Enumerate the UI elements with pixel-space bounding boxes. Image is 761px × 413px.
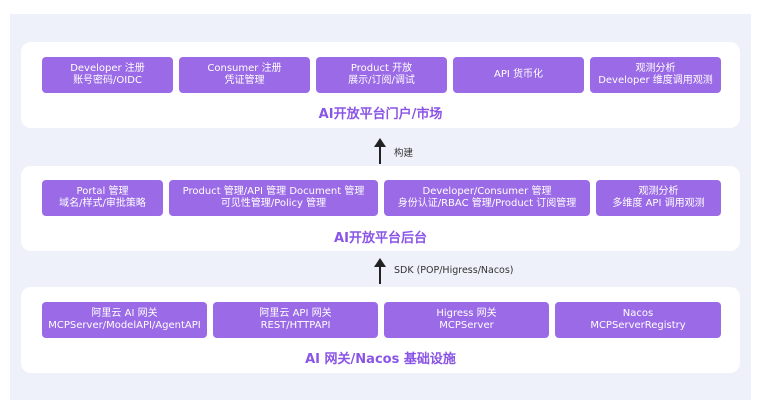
box-line1: Higress 网关	[436, 307, 497, 319]
portal-layer: Developer 注册 账号密码/OIDC Consumer 注册 凭证管理 …	[21, 42, 740, 128]
gateway-layer-title: AI 网关/Nacos 基础设施	[305, 352, 456, 367]
box-line1: API 货币化	[494, 68, 543, 80]
box-line2: MCPServerRegistry	[590, 320, 686, 331]
box-line1: Developer 注册	[70, 62, 145, 74]
box-line2: 展示/订阅/调试	[348, 75, 415, 86]
admin-box-observability: 观测分析 多维度 API 调用观测	[596, 180, 721, 216]
box-line1: 阿里云 API 网关	[259, 307, 332, 319]
admin-box-portal-management: Portal 管理 域名/样式/审批策略	[42, 180, 163, 216]
portal-box-developer-register: Developer 注册 账号密码/OIDC	[42, 57, 173, 93]
portal-layer-title: AI开放平台门户/市场	[318, 107, 443, 122]
box-line2: MCPServer/ModelAPI/AgentAPI	[48, 320, 201, 331]
gateway-layer: 阿里云 AI 网关 MCPServer/ModelAPI/AgentAPI 阿里…	[21, 287, 740, 373]
portal-box-consumer-register: Consumer 注册 凭证管理	[179, 57, 310, 93]
admin-layer: Portal 管理 域名/样式/审批策略 Product 管理/API 管理 D…	[21, 166, 740, 251]
box-line2: 多维度 API 调用观测	[612, 198, 705, 209]
box-line2: 凭证管理	[224, 75, 265, 86]
admin-box-developer-consumer-management: Developer/Consumer 管理 身份认证/RBAC 管理/Produ…	[384, 180, 590, 216]
box-line2: 可见性管理/Policy 管理	[220, 198, 327, 209]
box-line1: Product 开放	[350, 62, 413, 74]
box-line1: Product 管理/API 管理 Document 管理	[182, 185, 365, 197]
admin-box-row: Portal 管理 域名/样式/审批策略 Product 管理/API 管理 D…	[21, 180, 740, 216]
arrow-sdk-label: SDK (POP/Higress/Nacos)	[394, 265, 514, 276]
portal-box-api-monetization: API 货币化	[453, 57, 584, 93]
box-line1: 观测分析	[638, 185, 679, 197]
portal-box-observability: 观测分析 Developer 维度调用观测	[590, 57, 721, 93]
arrow-up-icon	[374, 258, 386, 284]
box-line1: 观测分析	[635, 62, 676, 74]
gateway-box-aliyun-api-gateway: 阿里云 API 网关 REST/HTTPAPI	[213, 302, 378, 338]
box-line2: 身份认证/RBAC 管理/Product 订阅管理	[397, 198, 577, 209]
gateway-box-higress-gateway: Higress 网关 MCPServer	[384, 302, 549, 338]
box-line1: Developer/Consumer 管理	[422, 185, 552, 197]
portal-box-row: Developer 注册 账号密码/OIDC Consumer 注册 凭证管理 …	[21, 57, 740, 93]
box-line2: Developer 维度调用观测	[598, 75, 713, 86]
box-line2: REST/HTTPAPI	[260, 320, 331, 331]
gateway-box-row: 阿里云 AI 网关 MCPServer/ModelAPI/AgentAPI 阿里…	[21, 302, 740, 338]
admin-box-product-management: Product 管理/API 管理 Document 管理 可见性管理/Poli…	[169, 180, 378, 216]
gateway-box-aliyun-ai-gateway: 阿里云 AI 网关 MCPServer/ModelAPI/AgentAPI	[42, 302, 207, 338]
box-line1: 阿里云 AI 网关	[91, 307, 158, 319]
portal-box-product-open: Product 开放 展示/订阅/调试	[316, 57, 447, 93]
arrow-up-icon	[374, 138, 386, 164]
box-line1: Nacos	[622, 307, 654, 319]
box-line1: Portal 管理	[76, 185, 129, 197]
box-line2: MCPServer	[439, 320, 494, 331]
arrow-build-label: 构建	[394, 148, 414, 159]
admin-layer-title: AI开放平台后台	[334, 231, 427, 246]
gateway-box-nacos: Nacos MCPServerRegistry	[555, 302, 721, 338]
box-line1: Consumer 注册	[207, 62, 282, 74]
box-line2: 域名/样式/审批策略	[59, 198, 146, 209]
box-line2: 账号密码/OIDC	[73, 75, 142, 86]
